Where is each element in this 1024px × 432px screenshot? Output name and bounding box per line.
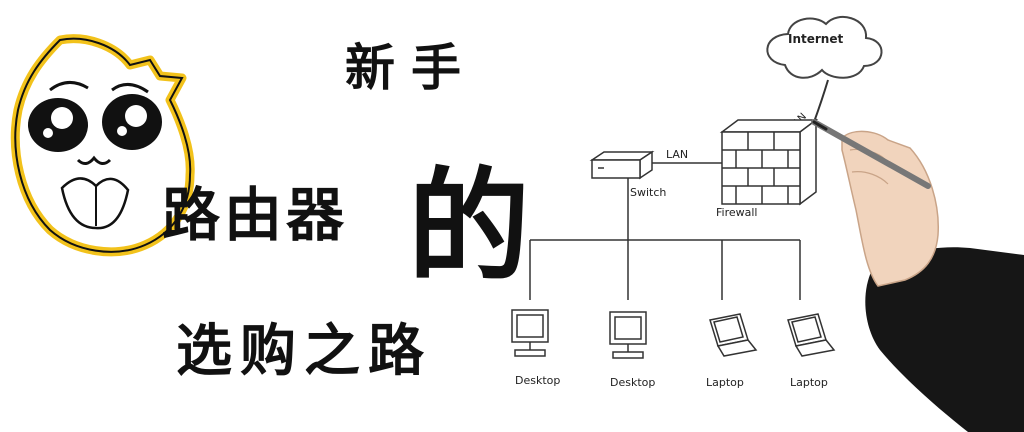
title-line-router: 路由器 bbox=[162, 181, 349, 249]
desktop-icon bbox=[609, 311, 647, 359]
laptop-icon bbox=[709, 313, 758, 357]
hand-with-pen bbox=[811, 119, 1024, 432]
device-label: Laptop bbox=[790, 376, 828, 389]
firewall-label: Firewall bbox=[716, 206, 757, 219]
desktop-icon bbox=[511, 309, 549, 357]
device-label: Laptop bbox=[706, 376, 744, 389]
lan-label: LAN bbox=[666, 148, 688, 161]
mascot-head-inner bbox=[14, 37, 192, 253]
sleeve bbox=[865, 247, 1024, 432]
device-label: Desktop bbox=[610, 376, 655, 389]
wan-link bbox=[813, 79, 829, 123]
mascot-mouth bbox=[76, 155, 112, 165]
device-label: Desktop bbox=[515, 374, 560, 387]
mascot-eye-highlight bbox=[125, 105, 147, 127]
title-line-buying-guide: 选购之路 bbox=[176, 319, 432, 384]
title-line-newbie: 新手 bbox=[345, 39, 477, 97]
laptop-icon bbox=[787, 313, 836, 357]
internet-label: Internet bbox=[788, 32, 843, 46]
mascot-character bbox=[10, 34, 195, 257]
network-bus bbox=[529, 178, 801, 300]
pen bbox=[811, 119, 931, 189]
firewall-icon bbox=[719, 118, 819, 206]
switch-icon bbox=[589, 150, 655, 180]
title-line-de: 的 bbox=[408, 156, 530, 298]
mascot-eye-highlight bbox=[117, 126, 127, 136]
mascot-eye-highlight bbox=[51, 107, 73, 129]
mascot-eye-highlight bbox=[43, 128, 53, 138]
switch-label: Switch bbox=[630, 186, 666, 199]
internet-cloud: Internet bbox=[766, 15, 883, 79]
mascot-brow bbox=[111, 83, 149, 94]
hand bbox=[841, 130, 939, 287]
mascot-brow bbox=[49, 81, 89, 92]
